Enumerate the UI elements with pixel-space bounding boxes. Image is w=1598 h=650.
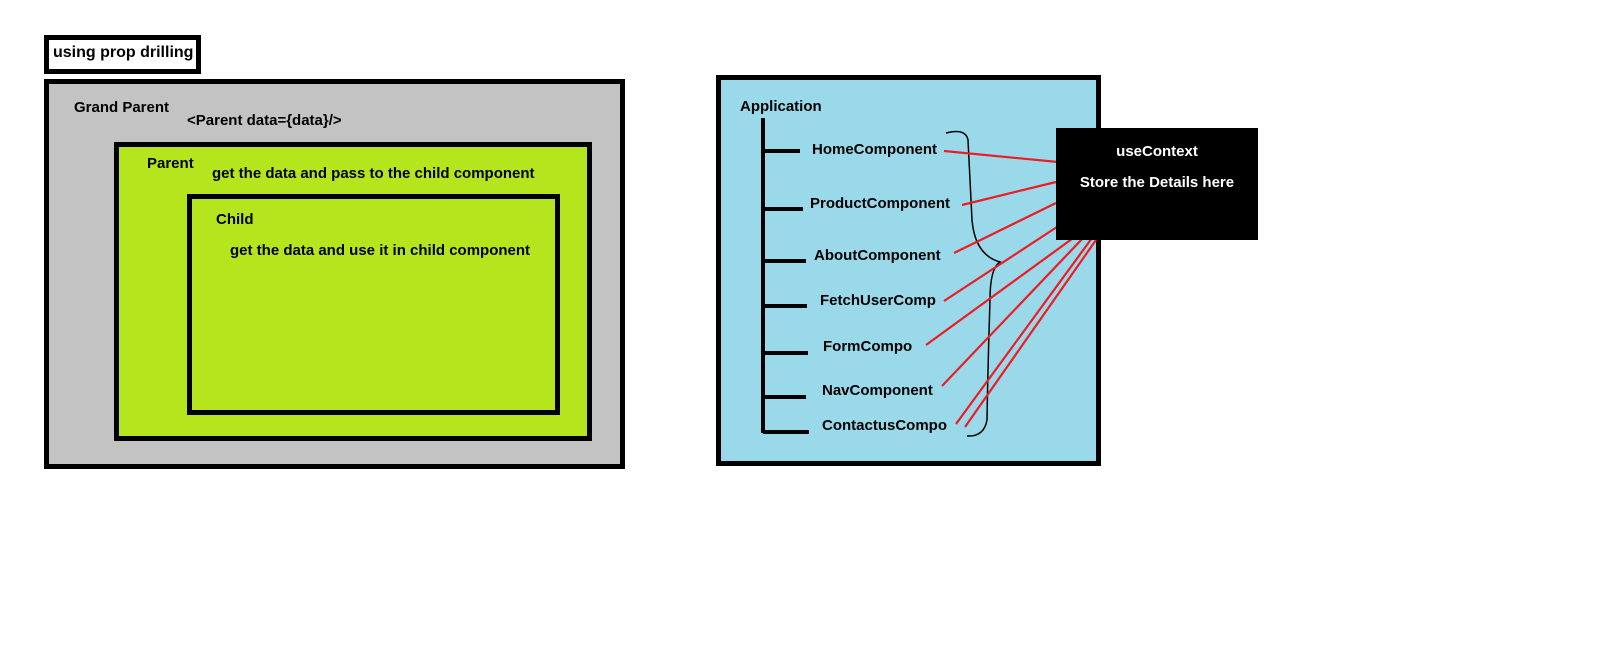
connector-fetchuser [943, 224, 1061, 302]
child-label: Child [216, 211, 254, 228]
child-note: get the data and use it in child compone… [230, 242, 531, 259]
diagram-title: using prop drilling [53, 44, 194, 61]
connector-nav [941, 236, 1085, 387]
use-context-box: useContext Store the Details here [1056, 128, 1258, 240]
component-label-nav: NavComponent [822, 382, 933, 399]
component-label-fetchuser: FetchUserComp [820, 292, 936, 309]
use-context-title: useContext [1116, 143, 1198, 160]
tree-branches [761, 118, 809, 434]
connector-contactus-b [964, 239, 1097, 428]
application-label: Application [740, 98, 822, 115]
connector-about [953, 202, 1057, 254]
component-label-product: ProductComponent [810, 195, 950, 212]
application-box [716, 75, 1101, 466]
connector-product [961, 180, 1057, 207]
parent-note: get the data and pass to the child compo… [212, 165, 535, 182]
grand-parent-label: Grand Parent [74, 99, 170, 116]
connector-home [943, 149, 1059, 164]
grand-parent-code: <Parent data={data}/> [187, 112, 342, 129]
parent-label: Parent [147, 155, 194, 172]
connector-contactus-a [955, 237, 1093, 425]
connector-form [925, 235, 1077, 346]
component-label-about: AboutComponent [814, 247, 941, 264]
component-label-home: HomeComponent [812, 141, 937, 158]
title-box: using prop drilling [44, 35, 201, 74]
curly-brace [945, 130, 1002, 437]
component-label-form: FormCompo [823, 338, 913, 355]
use-context-description: Store the Details here [1079, 174, 1235, 191]
child-box [187, 194, 560, 415]
context-connectors [925, 149, 1097, 428]
component-label-contactus: ContactusCompo [822, 417, 947, 434]
